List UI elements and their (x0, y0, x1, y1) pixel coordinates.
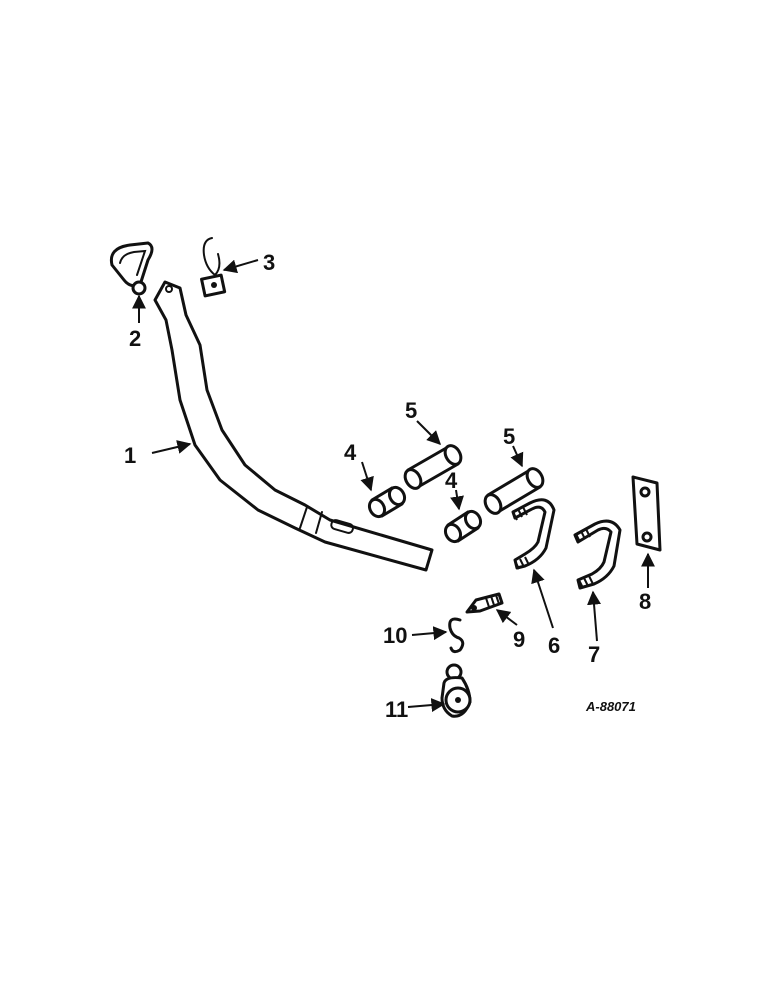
leader-9 (495, 609, 518, 626)
leader-5a (416, 420, 441, 445)
leader-11 (407, 698, 446, 713)
callout-4a: 4 (344, 440, 357, 465)
leader-4b (450, 489, 464, 511)
leader-10 (411, 626, 448, 641)
leader-3 (222, 259, 259, 274)
callout-5b: 5 (503, 424, 515, 449)
callout-5a: 5 (405, 398, 417, 423)
callout-6: 6 (548, 633, 560, 658)
part-5-long-pin-b (483, 467, 545, 515)
part-5-long-pin-a (403, 444, 463, 490)
leader-5b (510, 445, 524, 468)
part-10-s-hook (448, 617, 465, 654)
callout-1: 1 (124, 443, 136, 468)
callout-2: 2 (129, 326, 141, 351)
leader-lines (132, 259, 655, 713)
leader-6 (531, 568, 554, 629)
callout-7: 7 (588, 642, 600, 667)
part-6-u-bolt (511, 498, 556, 570)
part-9-eye-bolt (465, 592, 504, 614)
leader-7 (587, 590, 602, 642)
part-7-u-bolt (573, 519, 622, 590)
callout-4b: 4 (445, 468, 458, 493)
leader-4a (360, 461, 374, 492)
callout-8: 8 (639, 589, 651, 614)
part-4-short-pin-b (443, 509, 483, 544)
part-2-loop-clip (109, 241, 154, 296)
leader-1 (151, 440, 192, 454)
part-1-brace-bar (153, 280, 434, 572)
callout-3: 3 (263, 250, 275, 275)
callout-9: 9 (513, 627, 525, 652)
callout-10: 10 (383, 623, 407, 648)
part-8-plate (631, 475, 662, 552)
callout-labels: 1 2 3 4 4 5 5 6 7 8 9 10 11 (124, 250, 651, 722)
callout-11: 11 (385, 697, 408, 722)
part-11-pulley (440, 663, 472, 718)
part-4-short-pin-a (367, 485, 407, 519)
figure-id: A-88071 (585, 699, 636, 714)
part-3-spring-clip (200, 237, 227, 298)
